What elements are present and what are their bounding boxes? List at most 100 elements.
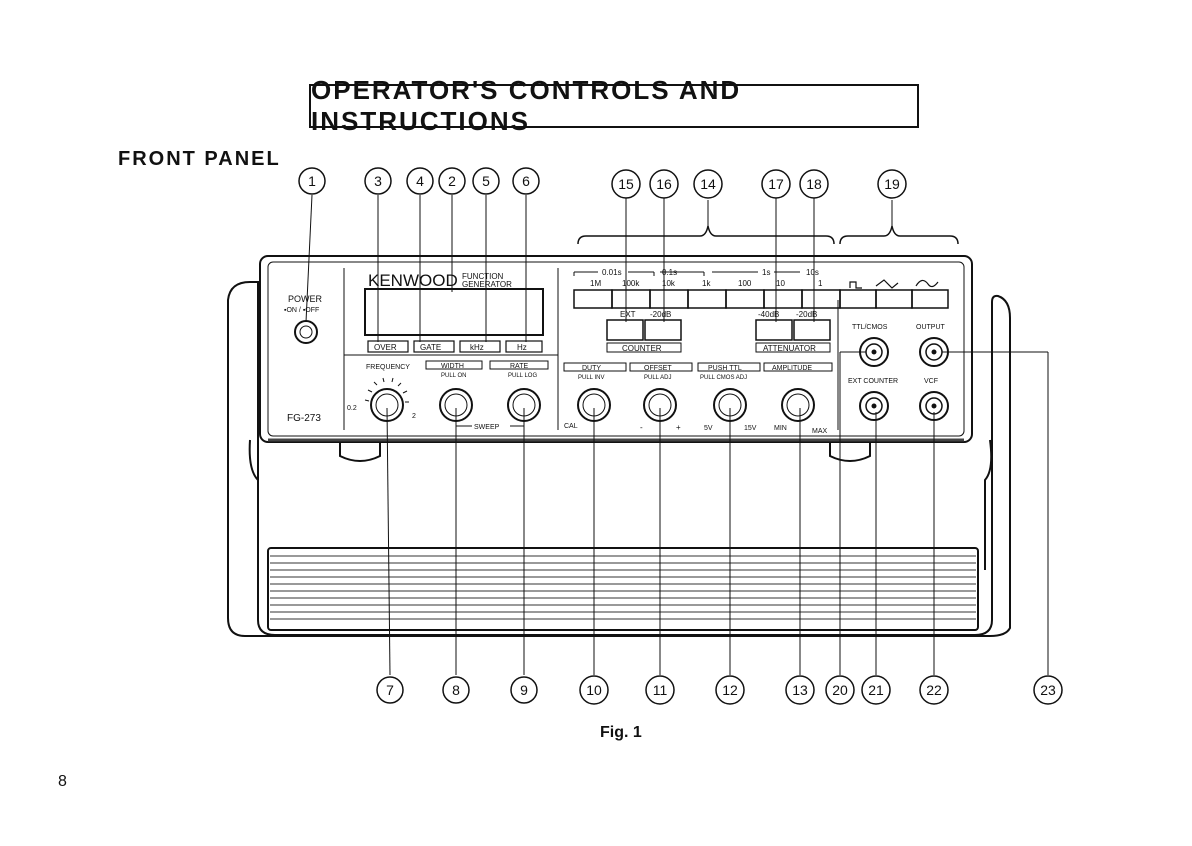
att-40db-button: [755, 319, 793, 341]
leader-lines-top: [305, 194, 893, 342]
callout-15: 15: [618, 176, 634, 192]
generator-label: GENERATOR: [462, 280, 512, 289]
ext-label: EXT: [620, 310, 636, 319]
attenuator-label: ATTENUATOR: [763, 344, 816, 353]
counter-20db-label: -20dB: [650, 310, 671, 319]
callout-17: 17: [768, 176, 784, 192]
att-20db-button: [793, 319, 831, 341]
v5-label: 5V: [704, 425, 713, 432]
vcf-label: VCF: [924, 378, 938, 385]
brand-logo: KENWOOD: [368, 271, 458, 290]
pushttl-label-box: [697, 362, 761, 372]
callout-18: 18: [806, 176, 822, 192]
indicator-over-label: OVER: [374, 343, 397, 352]
range-label-100k: 100k: [622, 279, 640, 288]
power-on-off-label: ▪ON / ▪OFF: [284, 307, 319, 314]
amplitude-knob: [781, 388, 815, 422]
range-label-10k: 10k: [662, 279, 676, 288]
width-sub-label: PULL ON: [441, 373, 466, 379]
pushttl-label: PUSH TTL: [708, 365, 742, 372]
callout-1: 1: [308, 173, 316, 189]
range-label-1k: 1k: [702, 279, 711, 288]
instrument-stand: [227, 281, 1011, 637]
frequency-scale: [364, 377, 409, 403]
callout-6: 6: [522, 173, 530, 189]
attenuator-label-box: [755, 342, 831, 353]
freq-min-label: 0.2: [347, 405, 357, 412]
callout-22: 22: [926, 682, 942, 698]
offset-label: OFFSET: [644, 365, 672, 372]
gate-label-01: 0.1s: [662, 268, 677, 277]
indicator-gate-label: GATE: [420, 343, 441, 352]
indicator-khz-label: kHz: [470, 343, 484, 352]
duty-label-box: [563, 362, 627, 372]
gate-label-1: 1s: [762, 268, 770, 277]
ttl-cmos-label: TTL/CMOS: [852, 324, 888, 331]
offset-label-box: [629, 362, 693, 372]
callouts-top: [298, 167, 907, 199]
ext-counter-label: EXT COUNTER: [848, 378, 898, 385]
figure-caption: Fig. 1: [600, 724, 642, 741]
callout-23: 23: [1040, 682, 1056, 698]
callout-12: 12: [722, 682, 738, 698]
rate-sub-label: PULL LOG: [508, 373, 537, 379]
att-20db-label: -20dB: [796, 310, 817, 319]
max-label: MAX: [812, 428, 828, 435]
model-label: FG-273: [287, 413, 321, 424]
indicator-khz: [459, 340, 501, 353]
power-switch: [294, 320, 318, 344]
counter-label-box: [606, 342, 682, 353]
sine-wave-icon: [915, 279, 939, 288]
sweep-label: SWEEP: [474, 424, 500, 431]
callout-5: 5: [482, 173, 490, 189]
stand-grille: [270, 555, 976, 620]
cal-label: CAL: [564, 423, 578, 430]
counter-20db-button: [644, 319, 682, 341]
pushttl-sub-label: PULL CMOS ADJ: [700, 375, 747, 381]
frequency-label: FREQUENCY: [366, 364, 410, 371]
indicator-hz: [505, 340, 543, 353]
waveform-symbols: [849, 279, 939, 289]
v15-label: 15V: [744, 425, 757, 432]
range-label-100: 100: [738, 279, 752, 288]
front-panel: [259, 255, 973, 462]
offset-sub-label: PULL ADJ: [644, 375, 671, 381]
callout-7: 7: [386, 682, 394, 698]
range-label-1: 1: [818, 279, 823, 288]
gate-label-001: 0.01s: [602, 268, 622, 277]
callout-4: 4: [416, 173, 424, 189]
power-switch-cap: [299, 325, 313, 339]
callout-20: 20: [832, 682, 848, 698]
brace-14: [577, 225, 835, 245]
gate-label-10: 10s: [806, 268, 819, 277]
function-label: FUNCTION: [462, 272, 504, 281]
freq-max-label: 2: [412, 413, 416, 420]
range-label-1m: 1M: [590, 279, 601, 288]
callout-21: 21: [868, 682, 884, 698]
counter-label: COUNTER: [622, 344, 662, 353]
callout-14: 14: [700, 176, 716, 192]
ext-button: [606, 319, 644, 341]
output-label: OUTPUT: [916, 324, 946, 331]
callout-11: 11: [653, 682, 668, 698]
ext-counter-connector: [859, 391, 889, 421]
power-label: POWER: [288, 294, 323, 304]
min-label: MIN: [774, 425, 787, 432]
width-label: WIDTH: [441, 363, 464, 370]
range-buttons: [573, 289, 949, 309]
callout-3: 3: [374, 173, 382, 189]
callout-16: 16: [656, 176, 672, 192]
square-wave-icon: [849, 281, 862, 289]
callout-13: 13: [792, 682, 808, 698]
leader-lines-bottom: [386, 351, 1049, 676]
amplitude-label-box: [763, 362, 833, 372]
amplitude-label: AMPLITUDE: [772, 365, 812, 372]
indicator-hz-label: Hz: [517, 343, 527, 352]
callout-19: 19: [884, 176, 900, 192]
frequency-display: [364, 288, 544, 336]
amplitude-knob-inner: [786, 393, 810, 417]
duty-sub-label: PULL INV: [578, 375, 604, 381]
att-40db-label: -40dB: [758, 310, 779, 319]
offset-plus-label: +: [676, 423, 681, 432]
